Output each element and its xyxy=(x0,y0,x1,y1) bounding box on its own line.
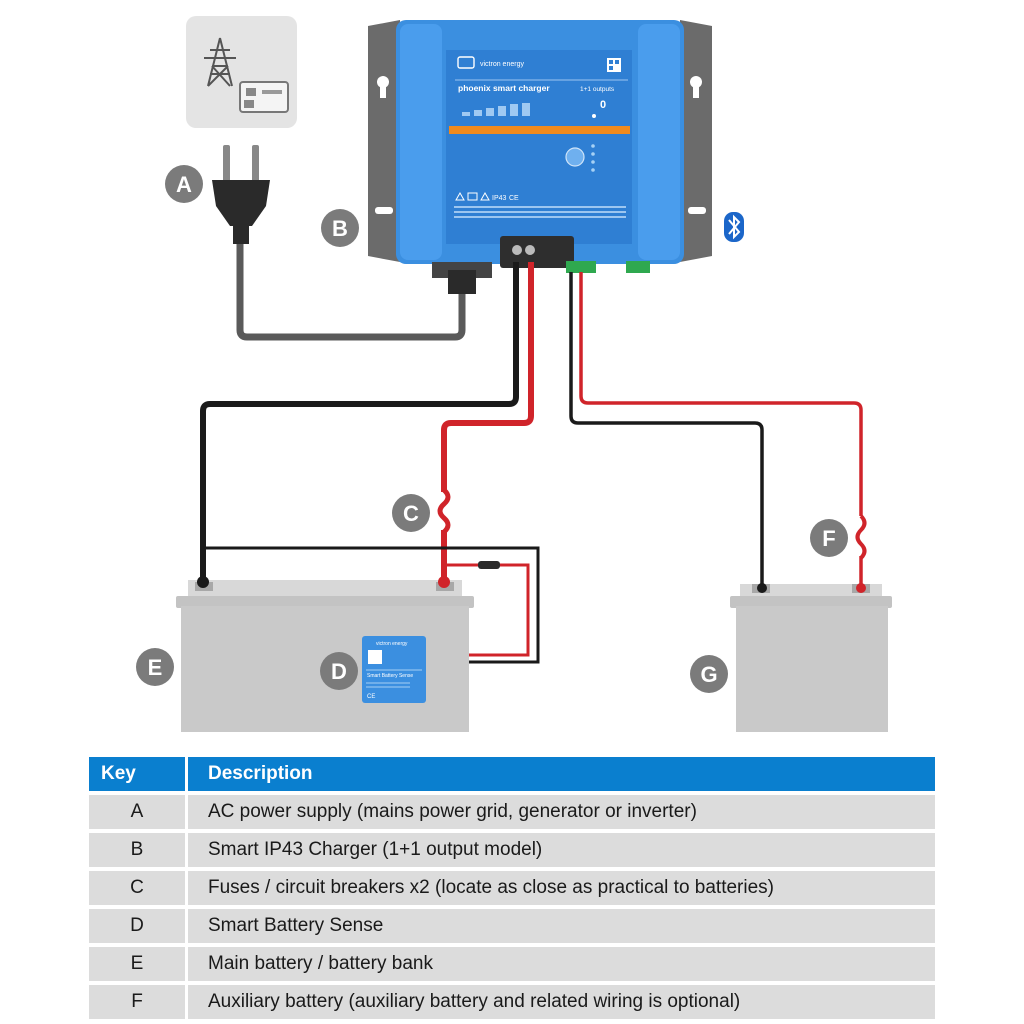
aux-battery-negative-wire xyxy=(569,272,764,584)
table-row: B Smart IP43 Charger (1+1 output model) xyxy=(89,833,935,867)
table-row: F Auxiliary battery (auxiliary battery a… xyxy=(89,985,935,1019)
label-b: B xyxy=(321,209,359,247)
header-key: Key xyxy=(89,757,185,791)
label-g: G xyxy=(690,655,728,693)
status-led-icons xyxy=(591,144,595,172)
mains-cable xyxy=(236,240,466,341)
key-table: Key Description A AC power supply (mains… xyxy=(89,753,935,1023)
charger-mounting-plate xyxy=(368,20,712,262)
row-key: A xyxy=(89,795,185,829)
row-key: C xyxy=(89,871,185,905)
table-row: A AC power supply (mains power grid, gen… xyxy=(89,795,935,829)
svg-text:F: F xyxy=(822,526,835,551)
row-description: Smart Battery Sense xyxy=(185,909,935,943)
svg-text:G: G xyxy=(700,662,717,687)
charge-level-icon xyxy=(462,103,530,116)
inline-fuse-icon xyxy=(478,561,500,569)
main-battery xyxy=(176,576,474,732)
sense-black-wire xyxy=(201,546,540,664)
row-key: F xyxy=(89,985,185,1019)
svg-text:CE: CE xyxy=(367,694,375,700)
charger-outputs: 1+1 outputs xyxy=(580,86,615,93)
pylon-icon xyxy=(204,37,236,87)
main-battery-negative-wire xyxy=(200,262,519,582)
main-battery-positive-wire xyxy=(441,262,534,492)
victron-logo-icon: victron energy xyxy=(457,56,524,69)
key-table-header: Key Description xyxy=(89,757,935,791)
svg-text:D: D xyxy=(331,659,347,684)
header-description: Description xyxy=(185,757,935,791)
label-c: C xyxy=(392,494,430,532)
smart-battery-sense: victron energy Smart Battery Sense CE xyxy=(362,636,426,703)
generator-icon xyxy=(239,81,289,113)
charger-model: phoenix smart charger xyxy=(458,83,550,93)
smart-charger: victron energy phoenix smart charger 1+1… xyxy=(396,20,684,294)
plug-icon xyxy=(212,145,270,244)
sensor-title: Smart Battery Sense xyxy=(367,673,413,679)
wiring-diagram: victron energy phoenix smart charger 1+1… xyxy=(136,16,892,732)
sensor-brand: victron energy xyxy=(376,641,408,647)
row-description: Auxiliary battery (auxiliary battery and… xyxy=(185,985,935,1019)
warning-symbols-icon xyxy=(455,191,490,201)
sensor-qr-icon xyxy=(368,650,382,664)
charger-brand: victron energy xyxy=(480,61,524,68)
label-d: D xyxy=(320,652,358,690)
status-stripe xyxy=(449,126,630,134)
svg-text:C: C xyxy=(403,501,419,526)
row-description: Fuses / circuit breakers x2 (locate as c… xyxy=(185,871,935,905)
table-row: C Fuses / circuit breakers x2 (locate as… xyxy=(89,871,935,905)
svg-text:A: A xyxy=(176,172,192,197)
aux-battery xyxy=(730,583,892,732)
svg-text:0: 0 xyxy=(600,99,606,111)
aux-output-terminals xyxy=(566,261,650,273)
svg-text:B: B xyxy=(332,216,348,241)
svg-text:E: E xyxy=(148,655,163,680)
label-a: A xyxy=(165,165,203,203)
fuse-icon xyxy=(855,514,867,560)
table-row: E Main battery / battery bank xyxy=(89,947,935,981)
row-description: AC power supply (mains power grid, gener… xyxy=(185,795,935,829)
svg-text:CE: CE xyxy=(509,195,519,202)
table-row: D Smart Battery Sense xyxy=(89,909,935,943)
fuse-icon xyxy=(437,488,451,534)
row-key: B xyxy=(89,833,185,867)
mode-button xyxy=(565,147,585,167)
terminal-block xyxy=(500,236,574,268)
charger-ip-rating: IP43 xyxy=(492,195,507,202)
label-f: F xyxy=(810,519,848,557)
label-e: E xyxy=(136,648,174,686)
ac-supply-tile xyxy=(186,16,297,128)
row-description: Smart IP43 Charger (1+1 output model) xyxy=(185,833,935,867)
bluetooth-icon xyxy=(724,212,744,242)
row-key: D xyxy=(89,909,185,943)
row-key: E xyxy=(89,947,185,981)
row-description: Main battery / battery bank xyxy=(185,947,935,981)
aux-battery-positive-wire xyxy=(579,272,863,516)
